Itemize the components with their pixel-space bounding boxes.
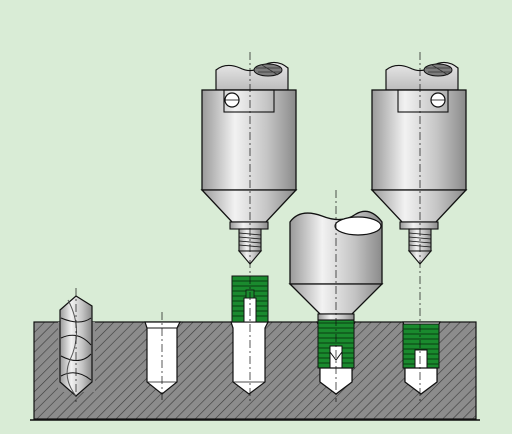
twist-drill-icon	[59, 288, 93, 402]
stage-3-insertion	[200, 52, 298, 402]
pressing-die-icon	[288, 190, 384, 402]
stage-5-seated	[370, 52, 468, 402]
stage-1-twist-drill	[58, 288, 95, 402]
seated-insert-with-tool-icon	[370, 52, 468, 402]
stage-4-pressing	[288, 190, 384, 402]
insertion-tool-with-coil-icon	[200, 52, 298, 402]
stage-2-drilled-hole	[144, 312, 181, 402]
thread-insert-final	[402, 323, 440, 369]
drilled-hole-icon	[144, 312, 181, 402]
